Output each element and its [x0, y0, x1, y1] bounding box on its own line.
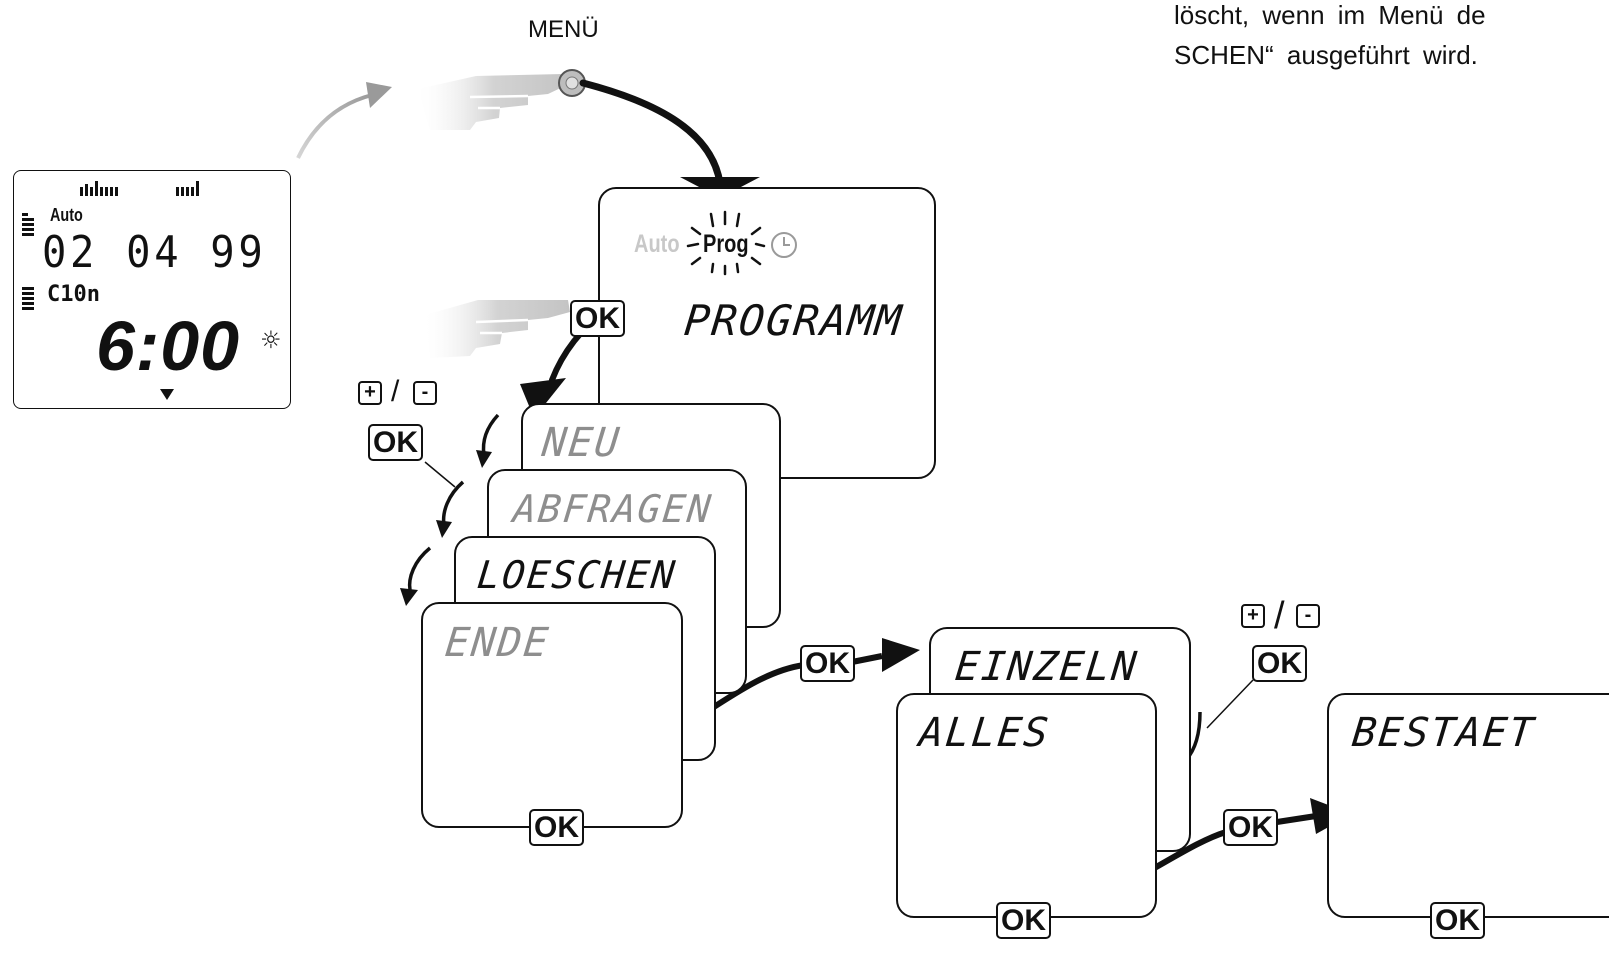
note-text-line1: löscht, wenn im Menü de	[1174, 0, 1486, 30]
arrow-menu-to-program	[579, 79, 760, 198]
level-bars-icon	[22, 287, 34, 312]
level-bars-icon	[22, 213, 34, 238]
note-text-line2: SCHEN“ ausgeführt wird.	[1174, 40, 1478, 70]
prog-mode-prog-label: Prog	[703, 230, 749, 258]
signal-bars-icon	[80, 181, 199, 196]
delete-option-einzeln: EINZELN	[953, 644, 1141, 690]
hand-pressing-ok-icon	[425, 300, 570, 358]
minus-key[interactable]: -	[413, 381, 437, 405]
gray-curved-arrow	[296, 82, 392, 159]
device-mode-label: Auto	[50, 205, 83, 225]
ok-key[interactable]: OK	[570, 300, 625, 337]
ok-key[interactable]: OK	[800, 645, 855, 682]
sun-icon: ☼	[260, 326, 282, 354]
blink-rays-icon	[686, 210, 797, 276]
program-title: PROGRAMM	[682, 296, 906, 345]
menu-item-abfragen: ABFRAGEN	[511, 487, 715, 531]
menu-screen-ende	[421, 602, 683, 828]
menu-item-ende: ENDE	[443, 620, 553, 666]
key-separator: /	[1274, 595, 1285, 637]
ok-key[interactable]: OK	[1223, 809, 1278, 846]
prog-mode-auto-label: Auto	[634, 230, 680, 258]
confirm-screen	[1327, 693, 1609, 918]
hand-pressing-menu-icon	[418, 69, 586, 130]
key-separator: /	[391, 375, 400, 408]
ok-key[interactable]: OK	[1252, 645, 1307, 682]
ok-key[interactable]: OK	[996, 902, 1051, 939]
confirm-label: BESTAET	[1350, 710, 1538, 756]
menu-item-neu: NEU	[540, 420, 624, 466]
delete-screen-alles	[896, 693, 1157, 918]
ok-key[interactable]: OK	[529, 809, 584, 846]
device-time-readout: 6:00	[96, 307, 241, 385]
ok-key[interactable]: OK	[368, 424, 423, 461]
delete-option-alles: ALLES	[917, 710, 1053, 756]
menu-button-label: MENÜ	[528, 16, 599, 43]
pointer-triangle-icon	[160, 389, 174, 400]
device-code-readout: C10n	[47, 282, 100, 307]
plus-key[interactable]: +	[358, 381, 382, 405]
menu-item-loeschen: LOESCHEN	[475, 553, 679, 597]
minus-key[interactable]: -	[1296, 604, 1320, 628]
device-display-panel: Auto 02 04 99 C10n 6:00 ☼	[13, 170, 291, 409]
ok-key[interactable]: OK	[1430, 902, 1485, 939]
plus-key[interactable]: +	[1241, 604, 1265, 628]
scroll-arrows	[400, 413, 500, 606]
device-date-readout: 02 04 99	[42, 227, 267, 278]
